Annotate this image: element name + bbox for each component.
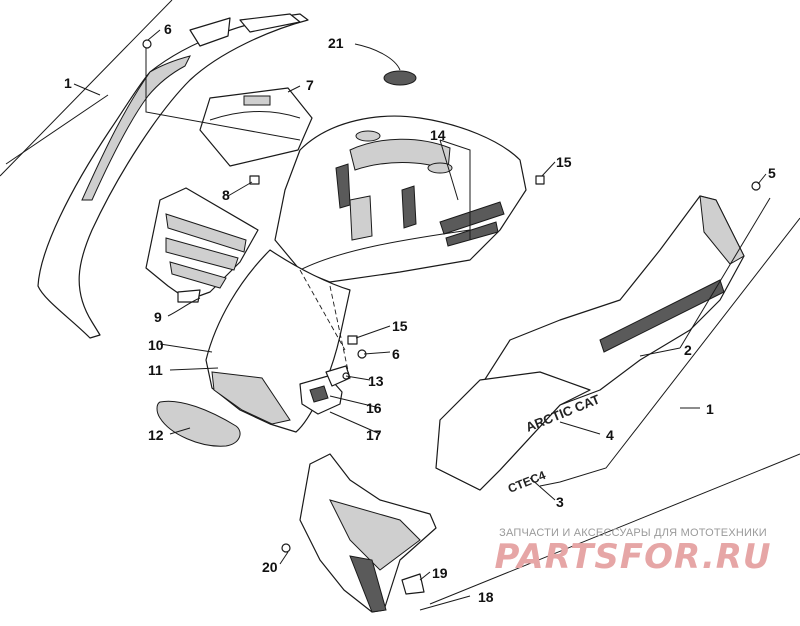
part-right-side-panel: ARCTIC CAT CTEC4	[435, 195, 745, 496]
callout-12: 12	[148, 427, 164, 443]
callout-17: 17	[366, 427, 382, 443]
callout-3: 3	[556, 494, 564, 510]
callout-19: 19	[432, 565, 448, 581]
leader-lines	[0, 0, 800, 611]
callout-9: 9	[154, 309, 162, 325]
watermark-brand: PARTSFOR.RU	[494, 537, 772, 577]
callout-10: 10	[148, 337, 164, 353]
part-21-cap	[383, 70, 417, 86]
callouts: 21 6 1 7 14 15 5 8 9 15 6 2 10 11 13 16 …	[64, 21, 776, 605]
callout-21: 21	[328, 35, 344, 51]
callout-20: 20	[262, 559, 278, 575]
part-18-belly-pan	[299, 453, 437, 613]
callout-7: 7	[306, 77, 314, 93]
part-7-panel	[199, 87, 313, 167]
callout-18: 18	[478, 589, 494, 605]
decal-model-text: CTEC4	[506, 468, 548, 496]
callout-1-left: 1	[64, 75, 72, 91]
watermark: ЗАПЧАСТИ И АКСЕССУАРЫ ДЛЯ МОТОТЕХНИКИ PA…	[478, 527, 788, 575]
callout-1-right: 1	[706, 401, 714, 417]
part-left-trim	[37, 13, 309, 339]
callout-14: 14	[430, 127, 446, 143]
callout-16: 16	[366, 400, 382, 416]
callout-11: 11	[148, 362, 163, 378]
part-brackets	[299, 365, 351, 415]
callout-15-mid: 15	[392, 318, 408, 334]
callout-5: 5	[768, 165, 776, 181]
watermark-caption: ЗАПЧАСТИ И АКСЕССУАРЫ ДЛЯ МОТОТЕХНИКИ	[499, 527, 767, 539]
callout-6-mid: 6	[392, 346, 400, 362]
callout-6-top: 6	[164, 21, 172, 37]
callout-4: 4	[606, 427, 614, 443]
fasteners	[142, 39, 761, 553]
part-9-grille	[145, 187, 259, 303]
part-hood	[274, 115, 527, 283]
callout-13: 13	[368, 373, 384, 389]
callout-15-top: 15	[556, 154, 572, 170]
callout-2: 2	[684, 342, 692, 358]
part-12-mesh	[156, 400, 241, 447]
callout-8: 8	[222, 187, 230, 203]
